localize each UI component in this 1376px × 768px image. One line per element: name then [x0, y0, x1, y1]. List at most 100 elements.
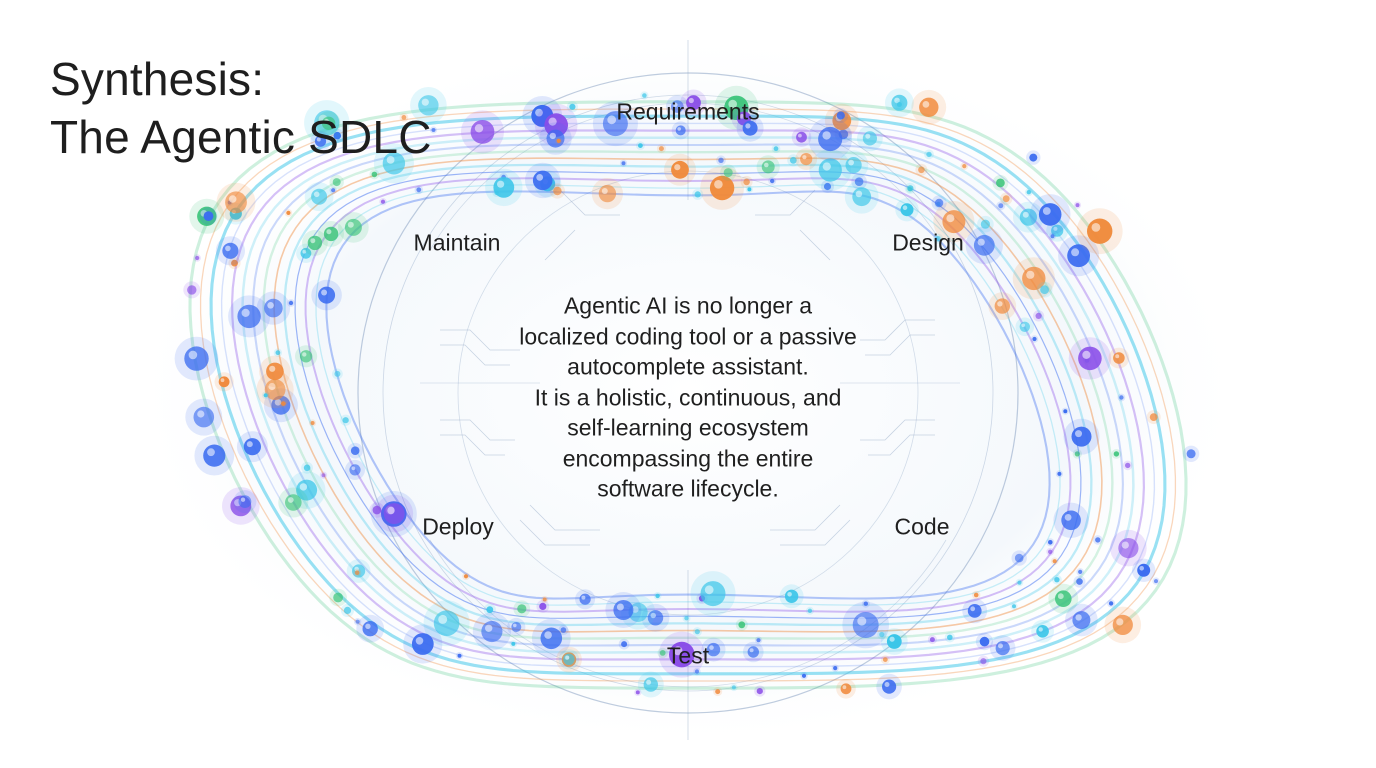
- particle-node: [655, 593, 660, 599]
- particle-streams: [188, 100, 1188, 690]
- particle-highlight: [1026, 270, 1035, 279]
- particle-highlight: [324, 119, 329, 124]
- particle-highlight: [865, 133, 871, 139]
- particle-node: [934, 198, 944, 208]
- particle-node: [231, 259, 238, 267]
- particle-node: [342, 417, 349, 424]
- particle-node: [947, 634, 953, 641]
- particle-highlight: [387, 506, 395, 515]
- particle-node: [331, 188, 336, 193]
- particle-node: [896, 102, 902, 107]
- particle-node: [929, 637, 935, 643]
- particle-highlight: [536, 174, 544, 181]
- particle-node: [238, 495, 252, 508]
- particle-node: [796, 131, 807, 143]
- particle-node: [1149, 413, 1158, 421]
- particle-node: [1057, 471, 1062, 476]
- particle-highlight: [1038, 627, 1043, 632]
- particle-node: [852, 612, 879, 638]
- particle-node: [1063, 409, 1068, 414]
- particle-node: [263, 393, 268, 398]
- particle-highlight: [299, 483, 308, 491]
- particle-node: [266, 362, 284, 381]
- particle-highlight: [188, 350, 198, 360]
- particle-highlight: [207, 448, 215, 457]
- particle-highlight: [1042, 207, 1051, 215]
- particle-node: [962, 164, 967, 169]
- particle-nodes: [174, 85, 1200, 700]
- flow-stream-line: [230, 129, 1146, 661]
- particle-node: [980, 658, 987, 665]
- particle-highlight: [302, 249, 307, 254]
- particle-node: [193, 406, 215, 428]
- particle-highlight: [709, 645, 714, 650]
- slide-title: Synthesis: The Agentic SDLC: [50, 50, 432, 166]
- particle-node: [332, 178, 341, 187]
- particle-node: [1014, 553, 1024, 563]
- particle-highlight: [764, 162, 769, 168]
- particle-highlight: [802, 155, 807, 160]
- particle-highlight: [549, 132, 556, 140]
- particle-highlight: [977, 238, 985, 246]
- background-glow: [128, 30, 1248, 750]
- particle-node: [836, 111, 845, 120]
- particle-highlight: [474, 124, 484, 133]
- particle-node: [333, 592, 343, 603]
- particle-node: [818, 126, 843, 152]
- particle-node: [973, 234, 995, 256]
- particle-node: [288, 300, 294, 306]
- particle-node: [371, 171, 378, 178]
- center-description: Agentic AI is no longer a localized codi…: [478, 290, 898, 504]
- particle-highlight: [1053, 226, 1058, 231]
- flow-stream-line: [241, 136, 1135, 654]
- particle-highlight: [616, 603, 624, 611]
- particle-node: [511, 641, 516, 646]
- particle-node: [1036, 625, 1049, 638]
- particle-highlight: [565, 655, 570, 660]
- particle-node: [1054, 577, 1060, 583]
- center-text-line: software lifecycle.: [597, 475, 779, 502]
- particle-node: [684, 616, 689, 621]
- particle-node: [1113, 352, 1125, 364]
- particle-highlight: [688, 97, 694, 104]
- particle-highlight: [365, 623, 371, 629]
- particle-node: [380, 199, 386, 204]
- flow-stream-line: [325, 190, 1051, 600]
- particle-node: [756, 688, 763, 695]
- particle-node: [344, 218, 362, 236]
- particle-node: [743, 178, 750, 186]
- particle-node: [1154, 579, 1158, 584]
- title-line-2: The Agentic SDLC: [50, 111, 432, 163]
- particle-highlight: [631, 606, 639, 613]
- particle-highlight: [998, 643, 1003, 649]
- particle-node: [481, 620, 503, 643]
- particle-node: [1076, 578, 1083, 585]
- particle-highlight: [220, 378, 225, 383]
- particle-node: [800, 153, 813, 166]
- particle-highlight: [728, 99, 737, 109]
- particle-node: [694, 191, 701, 198]
- particle-node: [218, 376, 230, 388]
- particle-node: [222, 242, 239, 259]
- particle-highlight: [316, 137, 321, 142]
- particle-highlight: [581, 595, 586, 600]
- particle-node: [731, 685, 736, 690]
- particle-node: [1087, 218, 1113, 244]
- particle-node: [700, 581, 726, 607]
- stage-label-test: Test: [666, 642, 710, 669]
- particle-highlight: [274, 399, 282, 406]
- particle-highlight: [894, 97, 900, 104]
- particle-node: [1026, 190, 1032, 195]
- particle-node: [935, 235, 941, 242]
- particle-highlight: [714, 180, 723, 189]
- particle-node: [926, 151, 932, 158]
- particle-node: [980, 219, 991, 229]
- particle-node: [840, 683, 852, 695]
- particle-node: [823, 182, 832, 191]
- particle-highlight: [884, 682, 890, 687]
- particle-node: [642, 93, 647, 98]
- particle-node: [919, 97, 939, 118]
- particle-node: [470, 119, 495, 144]
- particle-node: [553, 186, 562, 196]
